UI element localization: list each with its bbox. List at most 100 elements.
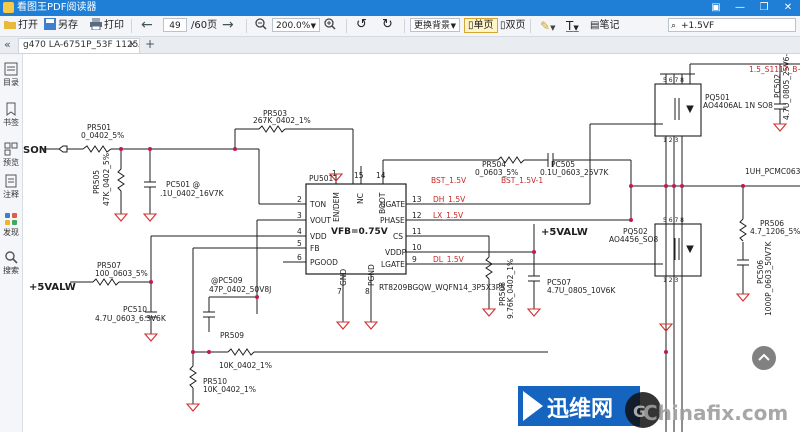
- value-pc505: 0.1U_0603_25V7K: [540, 168, 609, 177]
- pin-num-14: 14: [376, 171, 386, 180]
- document-tab[interactable]: g470 LA-6751P_53F 1125A.Test×: [18, 38, 140, 53]
- pin-num-12: 12: [412, 211, 422, 220]
- net-bst-1v5: BST_1.5V: [431, 176, 467, 185]
- value-pr510: 10K_0402_1%: [203, 385, 256, 394]
- note-icon: ▤: [590, 20, 600, 31]
- double-page-icon: ▯: [500, 20, 506, 31]
- rotate-left-button[interactable]: ↺: [356, 17, 367, 32]
- notes-button[interactable]: ▤笔记: [590, 18, 619, 34]
- zoom-out-button[interactable]: [255, 18, 269, 34]
- pin-num-5: 5: [297, 239, 302, 248]
- background-select[interactable]: 更换背景▼: [410, 18, 460, 32]
- single-page-button[interactable]: ▯单页: [464, 18, 498, 33]
- zoom-in-icon: [324, 18, 336, 30]
- app-logo-icon: [3, 2, 14, 13]
- mosfet-glyphs: [674, 98, 694, 260]
- pin-gnd: GND: [339, 269, 348, 286]
- pin-cs: CS: [393, 232, 403, 241]
- sidebar-item-discover[interactable]: 发现: [0, 212, 22, 238]
- double-page-button[interactable]: ▯双页: [496, 18, 530, 33]
- label-pr507: PR507: [97, 261, 121, 270]
- watermark-text: 迅维网: [547, 396, 613, 422]
- schematic-labels: SON PR501 0_0402_5% PR503 267K_0402_1% P…: [23, 54, 800, 394]
- pin-num-10: 10: [412, 243, 422, 252]
- open-button[interactable]: 打开: [4, 18, 38, 34]
- printer-icon: [90, 18, 102, 30]
- zoom-out-icon: [255, 18, 267, 30]
- zoom-select[interactable]: 200.0%▼: [272, 18, 320, 32]
- sidebar-item-annotations[interactable]: 注释: [0, 174, 22, 200]
- net-dh-1v5: DH_1.5V: [433, 195, 466, 204]
- collapse-icon[interactable]: «: [4, 38, 11, 51]
- print-button[interactable]: 打印: [90, 18, 124, 34]
- pin-num-4: 4: [297, 227, 302, 236]
- skin-icon[interactable]: ▣: [711, 2, 721, 13]
- zoom-in-button[interactable]: [324, 18, 338, 34]
- label-pc505: PC505: [551, 160, 575, 169]
- sidebar-item-label: 发现: [3, 228, 19, 237]
- value-pc510: 4.7U_0603_6.3V6K: [95, 314, 167, 323]
- value-pc502: 4.7U_0805_25V6-K: [782, 54, 791, 120]
- watermark-logo-icon: [523, 391, 543, 421]
- net-son: SON: [23, 145, 47, 156]
- label-pc507: PC507: [547, 278, 571, 287]
- minimize-button[interactable]: —: [735, 2, 745, 13]
- inductor-value: 1UH_PCMC063: [745, 167, 800, 176]
- net-lx-1v5: LX_1.5V: [433, 211, 464, 220]
- value-pq502: AO4456_SO8: [609, 235, 658, 244]
- watermark: 迅维网 G Chinafix.com: [518, 386, 788, 428]
- net-5valw-right: +5VALW: [541, 227, 588, 238]
- thumbnails-icon: [4, 142, 18, 156]
- value-pr509: 10K_0402_1%: [219, 361, 272, 370]
- pin-ugate: UGATE: [380, 200, 405, 209]
- value-pc509: 47P_0402_50V8J: [209, 285, 271, 294]
- label-pr508: PR508: [498, 282, 507, 306]
- pin-lgate: LGATE: [381, 260, 405, 269]
- label-pc502: PC502: [773, 74, 782, 98]
- pin-ton: TON: [309, 200, 326, 209]
- scroll-top-button[interactable]: [752, 346, 776, 370]
- pin-num-13: 13: [412, 195, 422, 204]
- close-icon[interactable]: ×: [128, 40, 136, 50]
- background-label: 更换背景: [414, 21, 451, 31]
- new-tab-button[interactable]: +: [145, 37, 156, 51]
- document-tab-label: g470 LA-6751P_53F 1125A.Test: [23, 40, 139, 50]
- highlighter-button[interactable]: ✎▼: [540, 19, 556, 33]
- sidebar-item-bookmarks[interactable]: 书签: [0, 102, 22, 128]
- toolbar-divider: [346, 19, 347, 33]
- sidebar-item-toc[interactable]: 目录: [0, 62, 22, 88]
- label-pc509: @PC509: [211, 276, 243, 285]
- close-button[interactable]: ✕: [783, 2, 793, 13]
- next-page-button[interactable]: →: [222, 17, 234, 33]
- chevron-down-icon: ▼: [573, 24, 579, 32]
- save-as-button[interactable]: 另存: [44, 18, 78, 34]
- pin-num-7: 7: [337, 287, 342, 296]
- text-tool-button[interactable]: T▼: [566, 19, 579, 33]
- label-pq502: PQ502: [623, 227, 648, 236]
- q501-pins-bottom: 1 2 3: [663, 137, 678, 144]
- pin-num-8: 8: [365, 287, 370, 296]
- sidebar-item-preview[interactable]: 预览: [0, 142, 22, 168]
- maximize-button[interactable]: ❐: [759, 2, 769, 13]
- toolbar-divider: [131, 19, 132, 33]
- value-pr506: 4.7_1206_5%: [750, 227, 800, 236]
- document-canvas[interactable]: SON PR501 0_0402_5% PR503 267K_0402_1% P…: [23, 54, 800, 432]
- value-pq501: AO4406AL 1N SO8: [703, 101, 773, 110]
- value-pr504: 0_0603_5%: [475, 168, 518, 177]
- zoom-value: 200.0%: [276, 21, 311, 31]
- bookmark-icon: [6, 102, 16, 116]
- page-number-input[interactable]: 49: [163, 18, 187, 32]
- sidebar: 目录 书签 预览 注释 发现 搜索: [0, 54, 23, 432]
- print-label: 打印: [104, 20, 124, 31]
- value-pr503: 267K_0402_1%: [253, 116, 311, 125]
- pin-enidem: EN/DEM: [332, 192, 341, 222]
- prev-page-button[interactable]: ←: [141, 17, 153, 33]
- search-input[interactable]: ⌕+1.5VF: [668, 18, 796, 32]
- value-pr501: 0_0402_5%: [81, 131, 124, 140]
- rotate-right-button[interactable]: ↻: [382, 17, 393, 32]
- pin-num-3: 3: [297, 211, 302, 220]
- q501-pins: 5 6 7 8: [663, 77, 684, 84]
- schematic-drawing: SON PR501 0_0402_5% PR503 267K_0402_1% P…: [23, 54, 800, 432]
- pin-vdd: VDD: [310, 232, 327, 241]
- sidebar-item-search[interactable]: 搜索: [0, 250, 22, 276]
